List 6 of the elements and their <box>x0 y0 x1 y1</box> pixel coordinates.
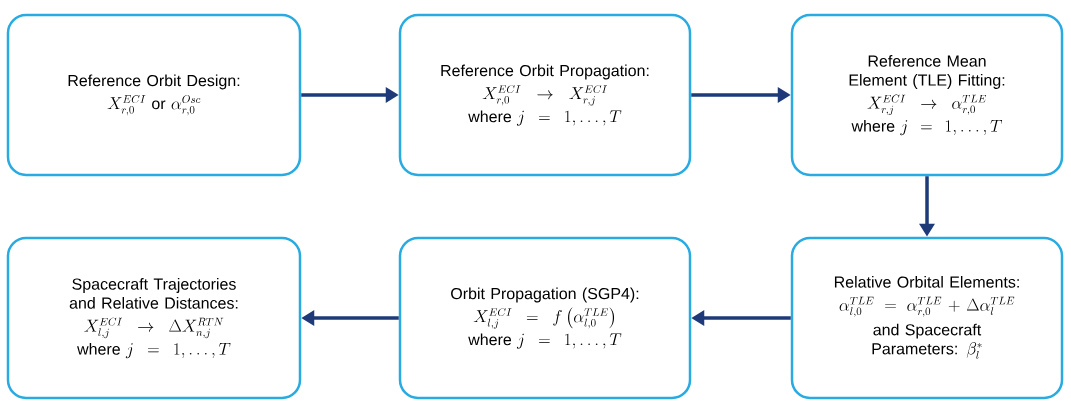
process-box: Reference Orbit Propagation: $X_{r,0}^{ECI} \rightarrow X_{r,j}^{ECI}$ $\text{where } j = 1, \ldots, T$ <box>398 13 692 177</box>
process-box: Orbit Propagation (SGP4): $X_{l,j}^{ECI} = f\left(\alpha_{l,0}^{TLE}\right)$ $\text{where } j = 1, \ldots, T$ <box>398 236 692 400</box>
process-box: Reference Orbit Design: $X_{r,0}^{ECI}\text{ or }\alpha_{r,0}^{Osc}$ <box>6 13 302 177</box>
process-box: Relative Orbital Elements: $\alpha_{l,0}^{TLE} = \alpha_{r,0}^{TLE} + \Delta\alpha_{l}^{TLE}$ $\begin{array}{c}\text{and Spacecraft}\\ \text{Parameters: }\beta_{l}^{*}\end{array}$ <box>790 236 1064 400</box>
process-box: Reference Mean Element (TLE) Fitting: $X_{r,j}^{ECI} \rightarrow \alpha_{r,0}^{TLE}$ $\text{where } j = 1, \ldots, T$ <box>790 13 1064 177</box>
process-box: Spacecraft Trajectories and Relative Distances: $X_{l,j}^{ECI} \rightarrow \Delta X_{n,j}^{RTN}$ $\text{where } j = 1, \ldots, T$ <box>6 236 302 400</box>
